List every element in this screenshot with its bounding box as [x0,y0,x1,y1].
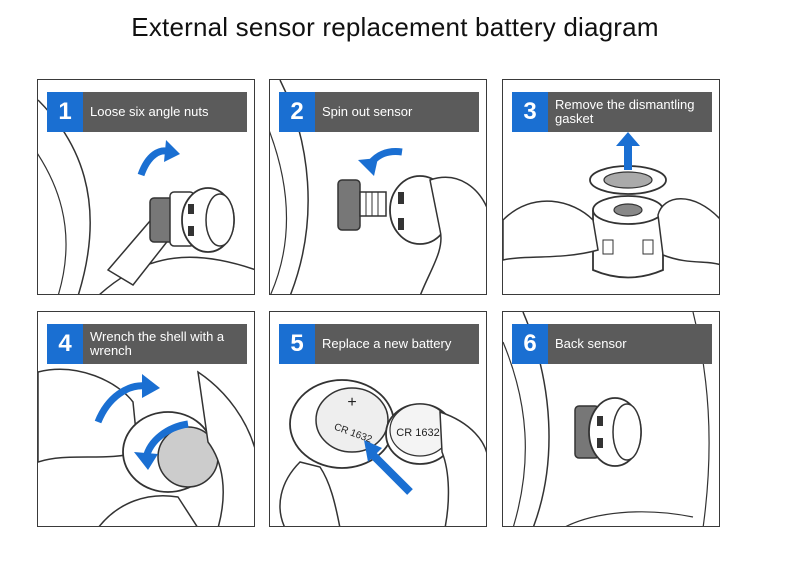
illustration-loosen-nut [38,99,254,294]
step-panel-5: + CR 1632 CR 1632 5 Replace a new batter… [269,311,487,527]
step-label-1: Loose six angle nuts [83,92,247,132]
step-label-3: Remove the dismantling gasket [548,92,712,132]
step-number-5: 5 [279,324,315,364]
step-number-4: 4 [47,324,83,364]
step-number-1: 1 [47,92,83,132]
step-label-5: Replace a new battery [315,324,479,364]
step-panel-3: 3 Remove the dismantling gasket [502,79,720,295]
step-panel-1: 1 Loose six angle nuts [37,79,255,295]
slot-plus-sign: + [347,394,356,411]
illustration-wrench-shell [38,368,254,526]
illustration-back-sensor [503,312,710,526]
step-label-6: Back sensor [548,324,712,364]
step-panel-6: 6 Back sensor [502,311,720,527]
step-number-2: 2 [279,92,315,132]
illustration-spin-out-sensor [270,80,486,294]
step-number-6: 6 [512,324,548,364]
step-label-4: Wrench the shell with a wrench [83,324,247,364]
illustration-replace-battery: + CR 1632 CR 1632 [279,379,486,526]
step-label-2: Spin out sensor [315,92,479,132]
step-panel-4: 4 Wrench the shell with a wrench [37,311,255,527]
page-title: External sensor replacement battery diag… [131,12,659,42]
illustration-remove-gasket [503,132,719,279]
step-panel-2: 2 Spin out sensor [269,79,487,295]
coin-battery-text: CR 1632 [396,427,439,439]
step-number-3: 3 [512,92,548,132]
